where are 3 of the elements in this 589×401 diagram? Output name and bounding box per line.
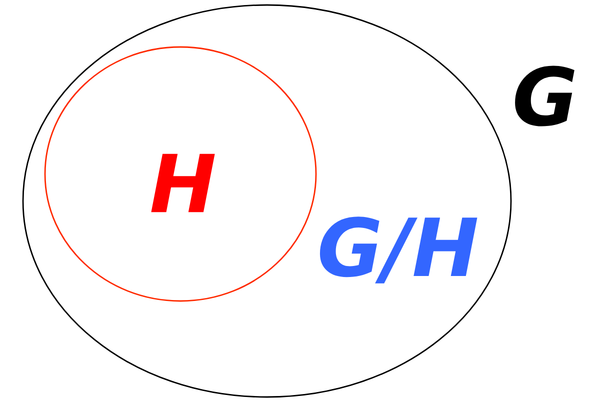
- set-label: G/H: [320, 216, 478, 284]
- set-label: H: [151, 154, 215, 212]
- set-label: G: [515, 66, 574, 126]
